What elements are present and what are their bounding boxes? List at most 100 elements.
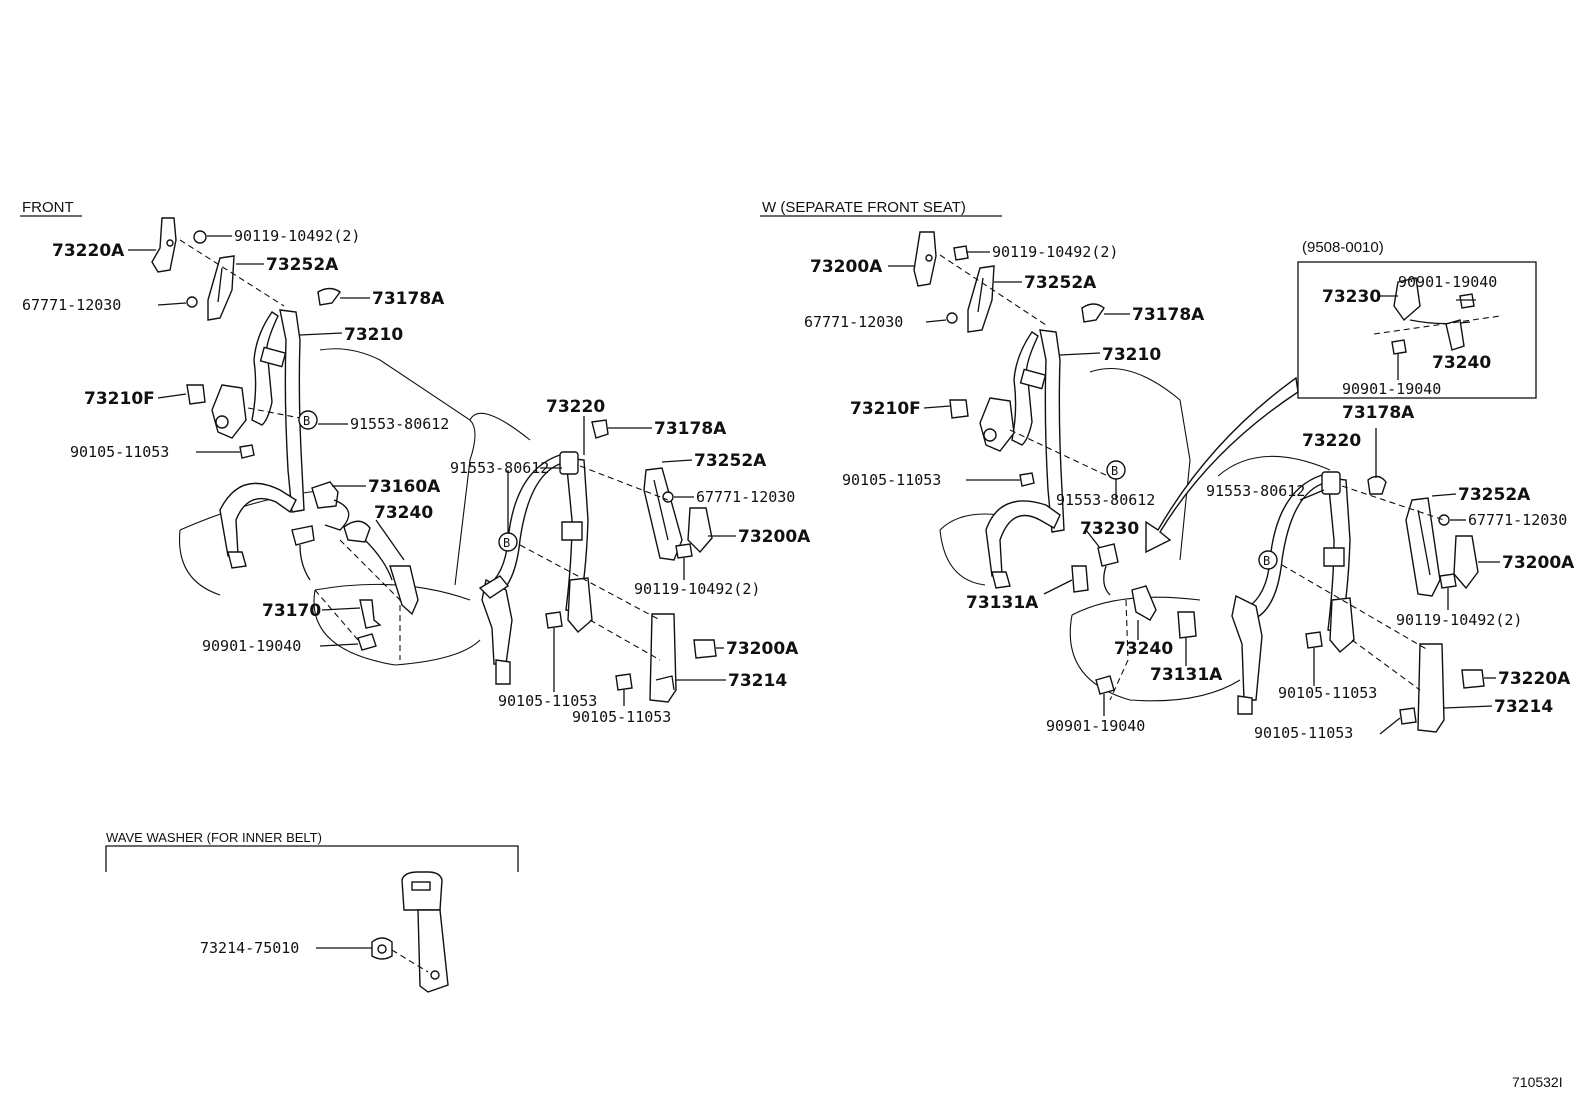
cover-slot-e (1417, 509, 1431, 576)
clip-67771 (186, 296, 198, 308)
inset-dash (1373, 315, 1501, 335)
callout-73178a-a: 73178A (372, 289, 445, 309)
buckle-73230-c (1097, 543, 1119, 567)
seat-cushion-2 (939, 513, 1001, 586)
bolt-90105-e1 (1305, 631, 1323, 649)
inset-bolt-2 (1391, 339, 1407, 355)
bolt-90901 (357, 633, 377, 651)
callout-73220-e: 73220 (1302, 431, 1361, 451)
inset-bolt-1 (1459, 293, 1475, 309)
belt-guide-c (1019, 368, 1047, 390)
plate-73214 (649, 613, 677, 703)
bracket-73200a (687, 507, 713, 554)
callout-90105-e2: 90105-11053 (1254, 724, 1353, 742)
callout-73200a-e: 73200A (1502, 553, 1575, 573)
bolt-90105-c (1019, 472, 1035, 487)
seat-edge-far-right (1217, 455, 1331, 477)
clip-67771-2 (662, 491, 674, 503)
callout-73240-c: 73240 (1114, 639, 1173, 659)
callout-73214-e: 73214 (1494, 697, 1553, 717)
belt-guide (259, 346, 287, 368)
callout-90901-d1: 90901-19040 (1398, 273, 1497, 291)
seat-back-outline-2 (1089, 367, 1191, 561)
section-title-wave-washer: WAVE WASHER (FOR INNER BELT) (106, 830, 322, 845)
lap-belt-e (1231, 594, 1263, 701)
cover-73252a-2 (643, 467, 683, 561)
callout-73220-b: 73220 (546, 397, 605, 417)
plate-73214-e (1417, 643, 1445, 733)
belt-webbing-loop-c (1011, 331, 1039, 446)
callout-73220a: 73220A (52, 241, 125, 261)
callout-73170: 73170 (262, 601, 321, 621)
inset-arrow (1145, 376, 1299, 554)
callout-73210f-a: 73210F (84, 389, 155, 409)
wave-washer-bracket (105, 845, 519, 872)
anchor-73170 (359, 599, 382, 629)
dash-1 (179, 239, 285, 307)
seat-edge-middle (469, 412, 531, 441)
callout-90105-c: 90105-11053 (842, 471, 941, 489)
buckle-stem (417, 909, 449, 993)
buckle-hole (430, 970, 440, 980)
callout-67771-b: 67771-12030 (696, 488, 795, 506)
callout-91553-a: 91553-80612 (350, 415, 449, 433)
callout-73178a-c: 73178A (1132, 305, 1205, 325)
callout-90119-b: 90119-10492(2) (634, 580, 760, 598)
bracket-73170 (389, 565, 419, 616)
callout-73240-a: 73240 (374, 503, 433, 523)
lap-anchor-c (991, 571, 1011, 589)
callout-67771-e: 67771-12030 (1468, 511, 1567, 529)
retractor-e (1329, 597, 1355, 653)
buckle-slot (411, 881, 431, 891)
callout-73252a-b: 73252A (694, 451, 767, 471)
callout-67771-a: 67771-12030 (22, 296, 121, 314)
callout-73200a-b2: 73200A (726, 639, 799, 659)
cover-73200a-2 (693, 639, 717, 659)
callout-90119-c: 90119-10492(2) (992, 243, 1118, 261)
inset-buckle-73240 (1445, 319, 1465, 351)
diagram-id: 710532I (1512, 1074, 1563, 1090)
bracket-73200a-e (1453, 535, 1479, 590)
callout-91553-e: 91553-80612 (1206, 482, 1305, 500)
cover-73252a (207, 255, 235, 321)
dash-e2 (1281, 564, 1429, 651)
dash-4 (314, 589, 359, 641)
bolt-90119-2 (675, 543, 693, 559)
inset-drawing (1373, 277, 1501, 355)
inset-buckle-73230 (1393, 277, 1421, 322)
bracket-73200a-c (913, 231, 937, 287)
callout-73131a-c1: 73131A (966, 593, 1039, 613)
bracket-hole-c (925, 254, 933, 262)
bolt-90105 (239, 444, 255, 459)
lap-anchor-2 (495, 659, 511, 685)
section-title-date-range: (9508-0010) (1302, 239, 1384, 256)
callout-91553-c: 91553-80612 (1056, 491, 1155, 509)
cap-73178a (317, 287, 341, 306)
callout-73178a-b: 73178A (654, 419, 727, 439)
callout-90901-a: 90901-19040 (202, 637, 301, 655)
callout-73252a-a: 73252A (266, 255, 339, 275)
dash-c3 (1109, 599, 1129, 701)
callout-90901-d2: 90901-19040 (1342, 380, 1441, 398)
plate-detail (655, 675, 675, 691)
belt-slider-e (1323, 547, 1345, 567)
belt-webbing-loop (251, 311, 279, 426)
callout-73200a-b: 73200A (738, 527, 811, 547)
callout-73230-c: 73230 (1080, 519, 1139, 539)
retractor-spool-c (983, 428, 997, 442)
marker-b-far-right-label: B (1263, 554, 1270, 568)
inset-strap (1409, 319, 1471, 325)
callout-73178a-e: 73178A (1342, 403, 1415, 423)
lap-buckle-2 (478, 575, 510, 599)
buckle-head (401, 871, 443, 911)
buckle-73230-strap (1103, 565, 1111, 596)
cover-slot-c (977, 277, 984, 313)
buckle-73240-strap (299, 544, 311, 581)
section-title-front: FRONT (22, 199, 74, 216)
dash-5 (579, 465, 669, 501)
belt-slider (561, 521, 583, 541)
separate-left-seatbelt-drawing (913, 231, 1299, 702)
lap-anchor-e (1237, 695, 1253, 715)
leader-lines (128, 235, 1500, 949)
